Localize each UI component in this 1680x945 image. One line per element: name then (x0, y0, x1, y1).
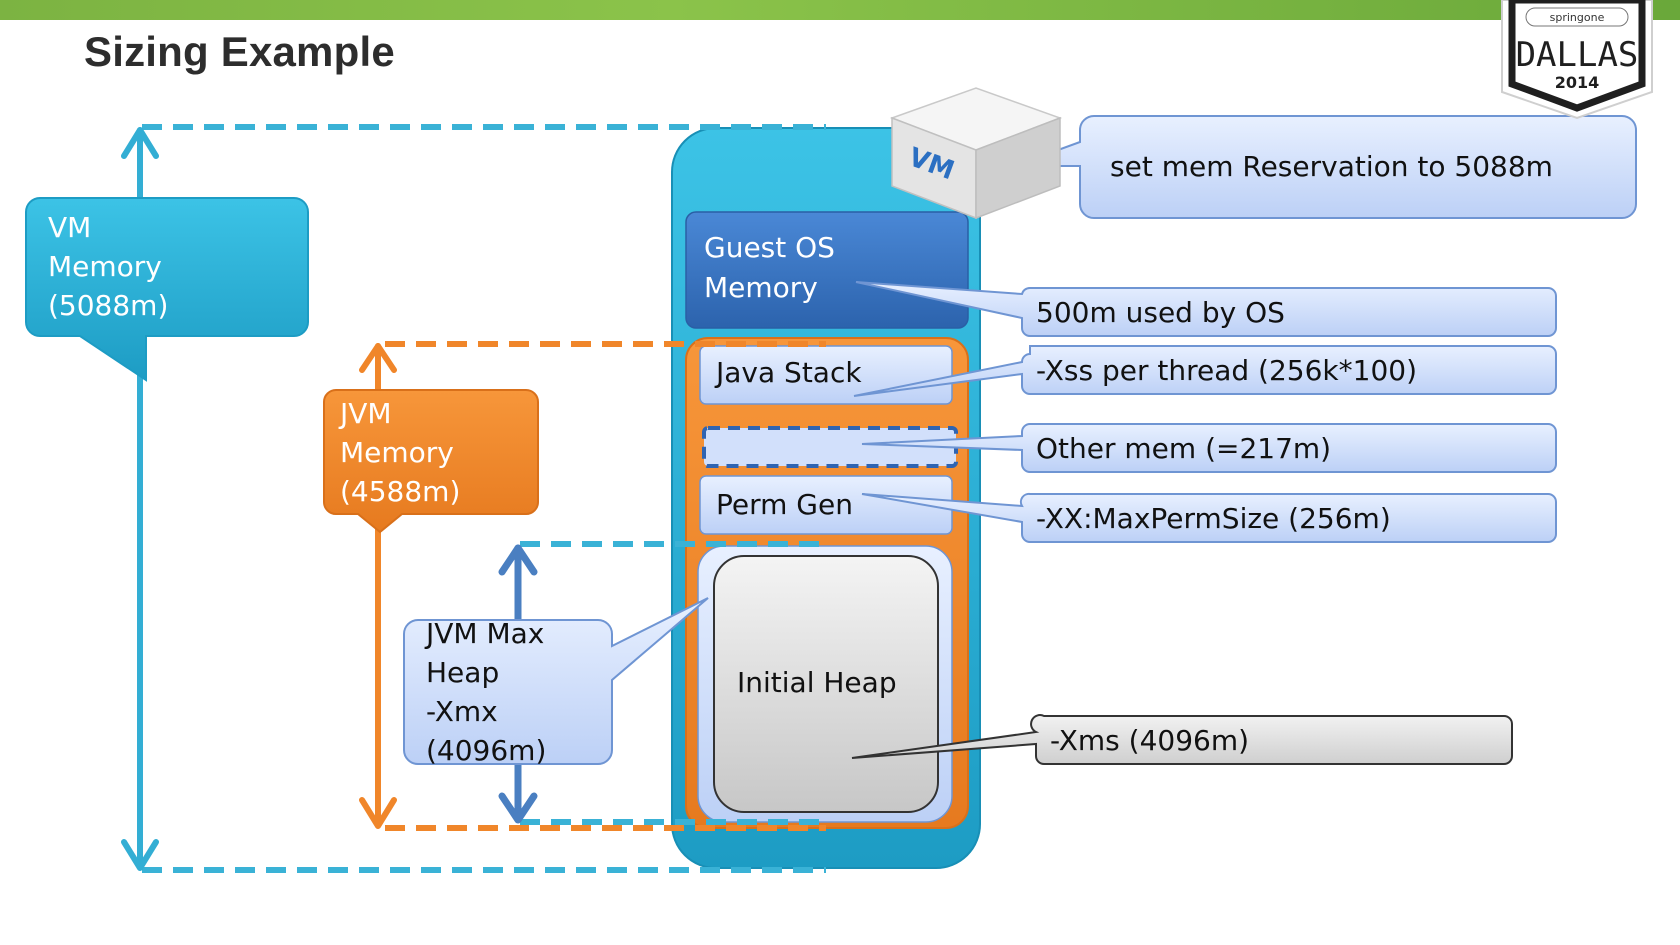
os-used-text: 500m used by OS (1036, 296, 1285, 329)
jvm-max-heap-label: JVM Max Heap -Xmx (4096m) (426, 617, 547, 767)
guest-os-block (685, 211, 969, 329)
vm-cube-icon: VM (889, 87, 1063, 220)
initial-heap-block (713, 555, 939, 813)
jvm-memory-label: JVM Memory (4588m) (340, 397, 461, 508)
slide-title: Sizing Example (84, 28, 395, 75)
xms-text: -Xms (4096m) (1050, 724, 1250, 757)
reservation-text: set mem Reservation to 5088m (1110, 150, 1553, 183)
vm-memory-label: VM Memory (5088m) (48, 211, 169, 322)
java-stack-label: Java Stack (716, 356, 862, 389)
jvm-max-heap-callout (403, 597, 709, 765)
initial-heap-label: Initial Heap (737, 666, 897, 699)
xss-text: -Xss per thread (256k*100) (1036, 354, 1418, 387)
other-mem-text: Other mem (=217m) (1036, 432, 1332, 465)
badge-city: DALLAS (1516, 35, 1639, 75)
badge-brand: springone (1550, 11, 1605, 24)
jvm-memory-callout (323, 389, 539, 534)
badge-year: 2014 (1555, 73, 1600, 92)
perm-gen-label: Perm Gen (716, 488, 853, 521)
guest-os-label: Guest OS Memory (704, 231, 835, 304)
max-perm-text: -XX:MaxPermSize (256m) (1036, 502, 1391, 535)
vm-memory-callout (25, 197, 309, 382)
max-perm-callout (861, 492, 1557, 543)
top-green-bar (0, 0, 1680, 20)
xss-callout (853, 345, 1557, 397)
reservation-callout (1013, 115, 1637, 219)
springone-dallas-badge: springone DALLAS 2014 (1501, 0, 1653, 120)
os-used-callout (855, 281, 1557, 337)
xms-callout (851, 714, 1513, 765)
other-mem-callout (861, 423, 1557, 473)
